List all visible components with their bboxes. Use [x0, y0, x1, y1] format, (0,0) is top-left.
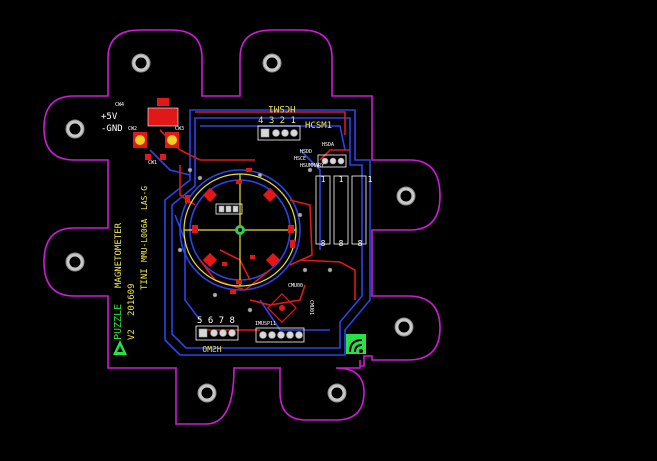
- bottom-copper-traces: [149, 109, 371, 356]
- center-sensor: [215, 203, 245, 235]
- logo-v-green: [113, 340, 127, 355]
- hsmo-label: HSMO: [202, 345, 221, 354]
- board-subtitle-group: V2 201609: [127, 283, 137, 340]
- power-plus-label: +5V: [101, 112, 118, 122]
- cmu00-label: CMU00: [288, 283, 303, 289]
- cmu01-label-group: CMU01: [308, 300, 314, 315]
- logo-corner-green: [346, 334, 366, 354]
- header-mid-pin8: 8: [339, 239, 344, 248]
- hsdd-label: HSDD: [300, 149, 312, 155]
- hsmo-connector: [195, 325, 239, 341]
- board-version: V2: [127, 329, 137, 340]
- power-gnd-label: -GND: [101, 124, 123, 134]
- board-outline: [43, 29, 441, 425]
- imusp-label: IMUSP11: [255, 321, 276, 327]
- header-left-pin1: 1: [321, 175, 326, 184]
- hcsm1-pin-numbers: 4 3 2 1: [258, 116, 296, 126]
- power-regulator: [133, 98, 179, 160]
- hsummary-label: HSUMMARY: [300, 163, 324, 169]
- header-left-pin8: 8: [321, 239, 326, 248]
- hcsm1-mirror-label: HCSM1: [268, 103, 295, 113]
- hsmo-pin-numbers: 5 6 7 8: [197, 316, 235, 326]
- board-date: 201609: [127, 283, 137, 316]
- board-part-number: MMU-L006A: [140, 218, 149, 262]
- hcsm1-connector: [257, 125, 301, 141]
- board-title-line1: PUZZLE: [113, 304, 124, 340]
- header-right-pin8: 8: [358, 239, 363, 248]
- cmu-ic: [267, 293, 297, 323]
- hsda-connector: [317, 154, 347, 168]
- hsce-label: HSCE: [294, 156, 306, 162]
- board-part-group: TINI: [140, 268, 150, 290]
- cmu01-label: CMU01: [308, 300, 314, 315]
- mounting-holes: [65, 53, 416, 403]
- board-tini: TINI: [140, 268, 150, 290]
- hsda-label: HSDA: [322, 142, 334, 148]
- board-title-line2: MAGNETOMETER: [114, 222, 124, 288]
- smd-components: [185, 168, 295, 294]
- cw3-label: CW3: [175, 126, 184, 132]
- board-part-group-3: LAS-G: [140, 186, 149, 210]
- board-title-group: PUZZLE MAGNETOMETER: [113, 222, 124, 340]
- cw4-label: CW4: [115, 102, 124, 108]
- hcsm1-mirror-label-group: HCSM1: [268, 103, 295, 113]
- cw1-label: CW1: [148, 160, 157, 166]
- board-las: LAS-G: [140, 186, 149, 210]
- header-right-pin1: 1: [368, 175, 373, 184]
- imusp-connector: [255, 327, 305, 343]
- header-mid-pin1: 1: [339, 175, 344, 184]
- hcsm1-label: HCSM1: [305, 121, 332, 131]
- vias: [177, 167, 333, 313]
- cw2-label: CW2: [128, 126, 137, 132]
- board-part-group-2: MMU-L006A: [140, 218, 149, 262]
- pin-headers: [315, 175, 367, 245]
- hsmo-label-group: HSMO: [202, 345, 221, 354]
